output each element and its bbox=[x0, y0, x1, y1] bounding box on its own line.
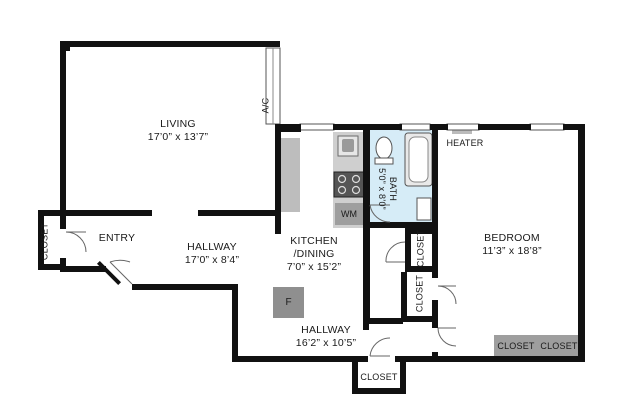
bedroom-closet-2-label: CLOSET bbox=[540, 341, 578, 351]
door-leaves bbox=[96, 260, 122, 286]
heater-label: HEATER bbox=[446, 138, 484, 148]
bedroom-closet-1-label: CLOSET bbox=[497, 341, 535, 351]
window-kitchen bbox=[299, 123, 335, 131]
living-size: 17’0” x 13’7” bbox=[147, 131, 209, 143]
living-label: LIVING 17’0” x 13’7” bbox=[128, 118, 228, 144]
entry-closet-label: CLOSET bbox=[39, 222, 50, 261]
walls bbox=[38, 41, 585, 394]
bedroom-name: BEDROOM bbox=[484, 232, 540, 244]
bath-label: BATH 5’0” x 8’0” bbox=[376, 155, 398, 223]
fridge-label: F bbox=[285, 297, 292, 308]
kitchen-name-2: /DINING bbox=[293, 248, 335, 260]
entry-label: ENTRY bbox=[92, 232, 142, 245]
bottom-closet-label: CLOSET bbox=[360, 372, 398, 382]
stove-icon bbox=[333, 171, 365, 198]
kitchen-counter bbox=[280, 138, 300, 212]
bedroom-closet-block bbox=[494, 335, 578, 357]
hallway-2-name: HALLWAY bbox=[301, 324, 351, 336]
living-name: LIVING bbox=[160, 118, 196, 130]
bath-size: 5’0” x 8’0” bbox=[377, 168, 387, 210]
ac-label: A/C bbox=[260, 97, 271, 114]
hallway-1-size: 17’0” x 8’4” bbox=[184, 254, 240, 266]
hallway-1-name: HALLWAY bbox=[187, 241, 237, 253]
window-bath bbox=[399, 123, 431, 131]
hallway-2-label: HALLWAY 16’2” x 10’5” bbox=[276, 324, 376, 350]
heater-box bbox=[452, 128, 472, 134]
fridge-box bbox=[273, 287, 304, 318]
kitchen-label: KITCHEN /DINING 7’0” x 15’2” bbox=[272, 235, 356, 274]
washer-box bbox=[335, 203, 363, 225]
hallway-2-size: 16’2” x 10’5” bbox=[295, 337, 357, 349]
door-swings bbox=[65, 204, 457, 357]
bath-closet-label: CLOSET bbox=[415, 229, 426, 268]
hall-closet-label: CLOSET bbox=[414, 274, 425, 313]
window-bedroom-2 bbox=[529, 123, 565, 131]
kitchen-size: 7’0” x 15’2” bbox=[286, 261, 342, 273]
washer-label: WM bbox=[341, 209, 357, 219]
hallway-1-label: HALLWAY 17’0” x 8’4” bbox=[162, 241, 262, 267]
bath-name: BATH bbox=[388, 176, 398, 202]
kitchen-name: KITCHEN bbox=[290, 235, 338, 247]
bedroom-size: 11’3” x 18’8” bbox=[482, 245, 542, 257]
window-bedroom-1 bbox=[446, 123, 480, 131]
bedroom-label: BEDROOM 11’3” x 18’8” bbox=[462, 232, 562, 258]
vanity-icon bbox=[416, 197, 432, 221]
entry-name: ENTRY bbox=[98, 232, 136, 244]
